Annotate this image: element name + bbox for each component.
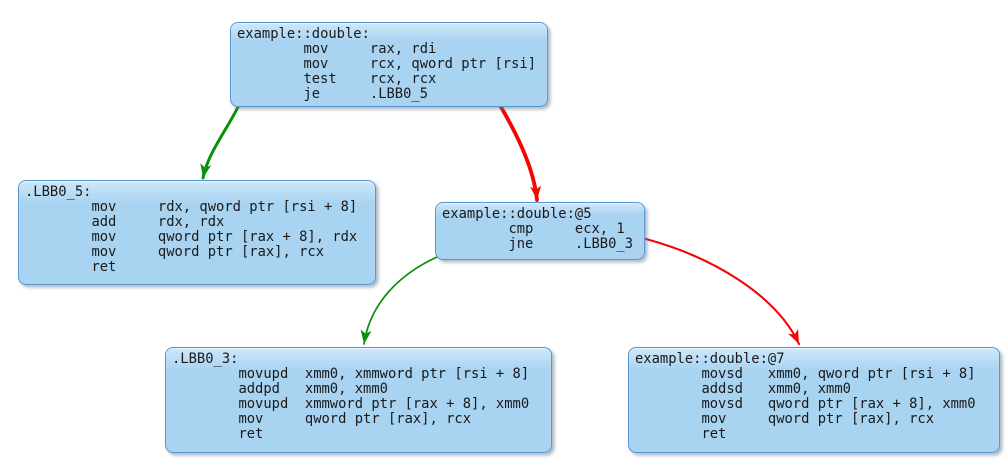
asm-line: jne .LBB0_3 (508, 236, 634, 252)
asm-line: mov rdx, qword ptr [rsi + 8] (91, 199, 358, 215)
asm-line: mov qword ptr [rax + 8], rdx (91, 229, 358, 245)
asm-line: movupd xmm0, xmmword ptr [rsi + 8] (238, 366, 530, 382)
edge-entry-to-at5 (499, 105, 542, 202)
asm-line: je .LBB0_5 (303, 86, 429, 102)
cfg-node-entry[interactable]: example::double: mov rax, rdi mov rcx, q… (230, 22, 548, 107)
asm-line: ret (701, 426, 727, 442)
asm-line: mov qword ptr [rax], rcx (238, 411, 472, 427)
block-label: example::double: (237, 26, 370, 42)
asm-line: mov rax, rdi (303, 41, 437, 57)
block-label: example::double:@5 (442, 206, 592, 222)
cfg-node-at5[interactable]: example::double:@5 cmp ecx, 1 jne .LBB0_… (435, 202, 645, 260)
asm-line: ret (91, 259, 117, 275)
asm-line: ret (238, 426, 264, 442)
asm-line: cmp ecx, 1 (508, 221, 625, 237)
asm-line: movsd xmm0, qword ptr [rsi + 8] (701, 366, 976, 382)
asm-line: mov qword ptr [rax], rcx (701, 411, 935, 427)
asm-line: movsd qword ptr [rax + 8], xmm0 (701, 396, 976, 412)
block-label: .LBB0_3: (172, 351, 239, 367)
asm-line: test rcx, rcx (303, 71, 437, 87)
asm-line: mov rcx, qword ptr [rsi] (303, 56, 537, 72)
block-label: .LBB0_5: (25, 184, 92, 200)
asm-line: add rdx, rdx (91, 214, 225, 230)
cfg-node-lbb0_5[interactable]: .LBB0_5: mov rdx, qword ptr [rsi + 8] ad… (18, 180, 376, 285)
edge-entry-to-lbb0_5 (200, 105, 240, 180)
asm-line: addsd xmm0, xmm0 (701, 381, 851, 397)
cfg-node-lbb0_3[interactable]: .LBB0_3: movupd xmm0, xmmword ptr [rsi +… (165, 347, 552, 453)
edge-at5-to-lbb0_3 (360, 256, 438, 345)
asm-line: mov qword ptr [rax], rcx (91, 244, 325, 260)
edge-at5-to-at7 (644, 237, 801, 346)
block-label: example::double:@7 (635, 351, 785, 367)
asm-line: addpd xmm0, xmm0 (238, 381, 388, 397)
asm-line: movupd xmmword ptr [rax + 8], xmm0 (238, 396, 530, 412)
cfg-node-at7[interactable]: example::double:@7 movsd xmm0, qword ptr… (628, 347, 1000, 453)
